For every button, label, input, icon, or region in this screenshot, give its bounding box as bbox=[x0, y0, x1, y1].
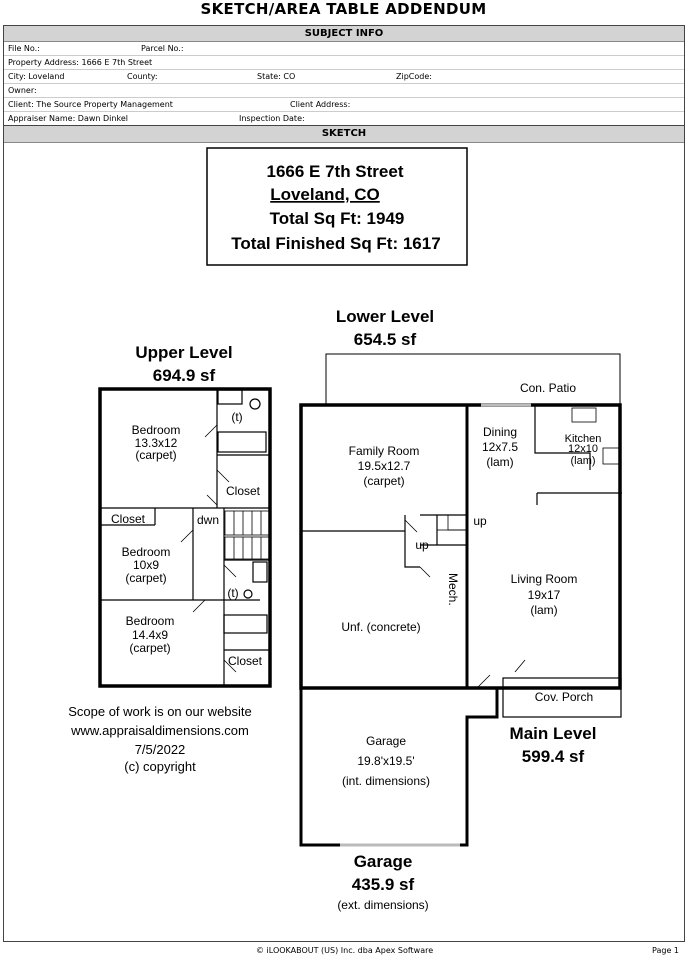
summary-city: Loveland, CO bbox=[270, 185, 380, 204]
garage-level-note: (ext. dimensions) bbox=[337, 898, 428, 912]
living-size: 19x17 bbox=[528, 588, 561, 602]
living-name: Living Room bbox=[511, 572, 578, 586]
client: Client: The Source Property Management bbox=[8, 100, 173, 109]
garage-level-name: Garage bbox=[354, 852, 413, 871]
kitchen-size: 12x10 bbox=[568, 443, 598, 455]
county: County: bbox=[127, 72, 158, 81]
dining-size: 12x7.5 bbox=[482, 440, 518, 454]
bed1-floor: (carpet) bbox=[135, 448, 176, 462]
state: State: CO bbox=[257, 72, 296, 81]
bed2-size: 10x9 bbox=[133, 558, 159, 572]
sketch-header: SKETCH bbox=[4, 125, 684, 143]
upper-level-name: Upper Level bbox=[135, 343, 232, 362]
upper-level-plan bbox=[98, 387, 272, 688]
file-no: File No.: bbox=[8, 44, 40, 53]
garage-level-area: 435.9 sf bbox=[352, 875, 415, 894]
bed2-name: Bedroom bbox=[122, 545, 171, 559]
addendum-frame: SUBJECT INFO File No.: Parcel No.: Prope… bbox=[3, 25, 685, 942]
bed1-name: Bedroom bbox=[132, 423, 181, 437]
family-floor: (carpet) bbox=[363, 474, 404, 488]
footer-page: Page 1 bbox=[652, 946, 679, 955]
bed2-floor: (carpet) bbox=[125, 571, 166, 585]
mech-label: Mech. bbox=[446, 573, 460, 606]
toilet-upper-2: (t) bbox=[227, 586, 238, 600]
row-appraiser: Appraiser Name: Dawn Dinkel Inspection D… bbox=[4, 112, 684, 125]
zipcode: ZipCode: bbox=[396, 72, 432, 81]
appraiser: Appraiser Name: Dawn Dinkel bbox=[8, 114, 128, 123]
summary-box bbox=[206, 147, 468, 266]
porch-label: Cov. Porch bbox=[535, 690, 593, 704]
bed3-size: 14.4x9 bbox=[132, 628, 168, 642]
footer-copyright: © iLOOKABOUT (US) Inc. dba Apex Software bbox=[256, 946, 434, 955]
garage-note: (int. dimensions) bbox=[342, 774, 430, 788]
row-address: Property Address: 1666 E 7th Street bbox=[4, 56, 684, 70]
lower-level-area: 654.5 sf bbox=[354, 330, 417, 349]
copyright-note: (c) copyright bbox=[124, 759, 196, 774]
kitchen-floor: (lam) bbox=[570, 455, 595, 467]
living-floor: (lam) bbox=[530, 603, 557, 617]
date-note: 7/5/2022 bbox=[135, 742, 186, 757]
closet-1: Closet bbox=[226, 484, 261, 498]
upper-level-area: 694.9 sf bbox=[153, 366, 216, 385]
bed1-size: 13.3x12 bbox=[135, 436, 178, 450]
main-plan bbox=[299, 353, 622, 847]
owner: Owner: bbox=[8, 86, 37, 95]
main-level-area: 599.4 sf bbox=[522, 747, 585, 766]
property-address: Property Address: 1666 E 7th Street bbox=[8, 58, 153, 67]
subject-info-header: SUBJECT INFO bbox=[4, 26, 684, 42]
closet-2: Closet bbox=[111, 512, 146, 526]
garage-name: Garage bbox=[366, 734, 406, 748]
client-address: Client Address: bbox=[290, 100, 351, 109]
dining-name: Dining bbox=[483, 425, 517, 439]
family-size: 19.5x12.7 bbox=[358, 459, 411, 473]
unf-label: Unf. (concrete) bbox=[341, 620, 420, 634]
stairs-up-main: up bbox=[473, 514, 487, 528]
summary-address: 1666 E 7th Street bbox=[266, 162, 403, 181]
stairs-up-lower: up bbox=[415, 538, 429, 552]
stairs-down-label: dwn bbox=[197, 513, 219, 527]
row-city: City: Loveland County: State: CO ZipCode… bbox=[4, 70, 684, 84]
summary-finished: Total Finished Sq Ft: 1617 bbox=[231, 234, 440, 253]
family-name: Family Room bbox=[349, 444, 420, 458]
patio-label: Con. Patio bbox=[520, 381, 576, 395]
row-file: File No.: Parcel No.: bbox=[4, 42, 684, 56]
summary-total: Total Sq Ft: 1949 bbox=[270, 209, 405, 228]
row-owner: Owner: bbox=[4, 84, 684, 98]
inspection-date: Inspection Date: bbox=[239, 114, 305, 123]
page-title: SKETCH/AREA TABLE ADDENDUM bbox=[200, 0, 487, 18]
parcel-no: Parcel No.: bbox=[141, 44, 184, 53]
garage-size: 19.8'x19.5' bbox=[357, 754, 414, 768]
scope-note: Scope of work is on our website bbox=[68, 704, 252, 719]
kitchen-name: Kitchen bbox=[565, 433, 602, 445]
closet-3: Closet bbox=[228, 654, 263, 668]
toilet-upper-1: (t) bbox=[231, 410, 242, 424]
bed3-floor: (carpet) bbox=[129, 641, 170, 655]
dining-floor: (lam) bbox=[486, 455, 513, 469]
main-level-name: Main Level bbox=[510, 724, 597, 743]
city: City: Loveland bbox=[8, 72, 65, 81]
row-client: Client: The Source Property Management C… bbox=[4, 98, 684, 112]
bed3-name: Bedroom bbox=[126, 614, 175, 628]
website-note: www.appraisaldimensions.com bbox=[70, 723, 249, 738]
lower-level-name: Lower Level bbox=[336, 307, 434, 326]
